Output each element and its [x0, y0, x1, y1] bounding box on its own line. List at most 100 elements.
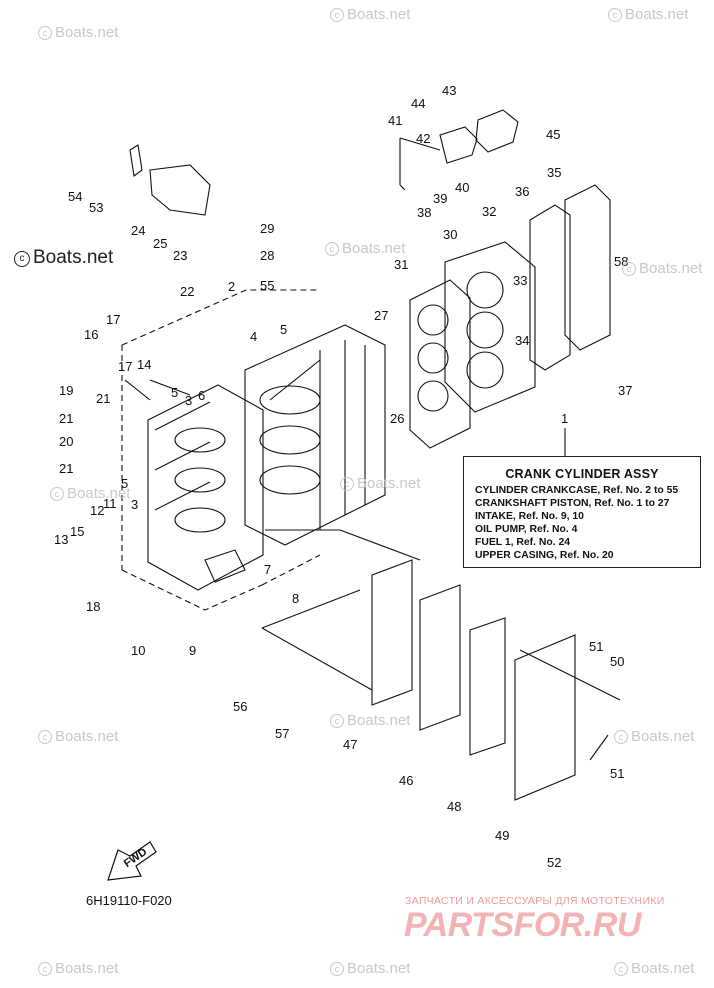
callout-15: 15: [70, 524, 84, 539]
gasket-44: [439, 126, 478, 164]
callout-22: 22: [180, 284, 194, 299]
callout-21: 21: [96, 391, 110, 406]
callout-10: 10: [131, 643, 145, 658]
callout-52: 52: [547, 855, 561, 870]
cover-35: [564, 184, 611, 351]
bracket-53: [149, 164, 211, 216]
callout-11: 11: [103, 496, 117, 511]
legend-line: INTAKE, Ref. No. 9, 10: [475, 511, 584, 522]
callout-38: 38: [417, 205, 431, 220]
callout-40: 40: [455, 180, 469, 195]
callout-49: 49: [495, 828, 509, 843]
callout-42: 42: [416, 131, 430, 146]
callout-17: 17: [118, 359, 132, 374]
callout-41: 41: [388, 113, 402, 128]
callout-46: 46: [399, 773, 413, 788]
callout-13: 13: [54, 532, 68, 547]
callout-30: 30: [443, 227, 457, 242]
callout-21: 21: [59, 411, 73, 426]
callout-21: 21: [59, 461, 73, 476]
crankcase-half: [147, 384, 264, 591]
callout-12: 12: [90, 503, 104, 518]
callout-3: 3: [185, 393, 192, 408]
legend-line: UPPER CASING, Ref. No. 20: [475, 550, 614, 561]
cylinder-block: [244, 324, 386, 546]
promo-tagline: ЗАПЧАСТИ И АКСЕССУАРЫ ДЛЯ МОТОТЕХНИКИ: [405, 895, 665, 907]
callout-51: 51: [589, 639, 603, 654]
gasket-36: [529, 204, 571, 371]
callout-27: 27: [374, 308, 388, 323]
callout-2: 2: [228, 279, 235, 294]
callout-16: 16: [84, 327, 98, 342]
callout-14: 14: [137, 357, 151, 372]
callout-5: 5: [280, 322, 287, 337]
callout-55: 55: [260, 278, 274, 293]
callout-1: 1: [561, 411, 568, 426]
callout-44: 44: [411, 96, 425, 111]
fwd-arrow: [107, 841, 157, 881]
leader-lines: [124, 137, 621, 761]
callout-5: 5: [171, 385, 178, 400]
assembly-legend: CRANK CYLINDER ASSY CYLINDER CRANKCASE, …: [463, 456, 701, 568]
legend-line: FUEL 1, Ref. No. 24: [475, 537, 571, 548]
callout-19: 19: [59, 383, 73, 398]
callout-25: 25: [153, 236, 167, 251]
callout-31: 31: [394, 257, 408, 272]
head-gasket: [409, 279, 471, 449]
callout-33: 33: [513, 273, 527, 288]
gasket-47: [371, 559, 413, 706]
legend-line: CYLINDER CRANKCASE, Ref. No. 2 to 55: [475, 485, 679, 496]
dashed-assembly-outline: [121, 289, 321, 611]
legend-line: CRANKSHAFT PISTON, Ref. No. 1 to 27: [475, 498, 670, 509]
callout-35: 35: [547, 165, 561, 180]
callout-18: 18: [86, 599, 100, 614]
callout-34: 34: [515, 333, 529, 348]
callout-29: 29: [260, 221, 274, 236]
callout-53: 53: [89, 200, 103, 215]
callout-8: 8: [292, 591, 299, 606]
callout-7: 7: [264, 562, 271, 577]
callout-6: 6: [198, 388, 205, 403]
callout-56: 56: [233, 699, 247, 714]
callout-32: 32: [482, 204, 496, 219]
callout-50: 50: [610, 654, 624, 669]
legend-title: CRANK CYLINDER ASSY: [505, 467, 659, 481]
callout-3: 3: [131, 497, 138, 512]
gasket-48: [469, 617, 506, 756]
callout-4: 4: [250, 329, 257, 344]
callout-48: 48: [447, 799, 461, 814]
callout-54: 54: [68, 189, 82, 204]
callout-43: 43: [442, 83, 456, 98]
callout-36: 36: [515, 184, 529, 199]
diagram-code: 6H19110-F020: [86, 893, 172, 908]
promo-logo: PARTSFOR.RU: [404, 906, 641, 944]
callout-28: 28: [260, 248, 274, 263]
plate-46: [419, 584, 461, 731]
callout-26: 26: [390, 411, 404, 426]
legend-line: OIL PUMP, Ref. No. 4: [475, 524, 578, 535]
callout-57: 57: [275, 726, 289, 741]
cover-43: [475, 109, 519, 153]
callout-9: 9: [189, 643, 196, 658]
callout-45: 45: [546, 127, 560, 142]
callout-37: 37: [618, 383, 632, 398]
callout-23: 23: [173, 248, 187, 263]
cylinder-head: [444, 241, 536, 413]
callout-39: 39: [433, 191, 447, 206]
callout-17: 17: [106, 312, 120, 327]
cover-49: [514, 634, 576, 801]
